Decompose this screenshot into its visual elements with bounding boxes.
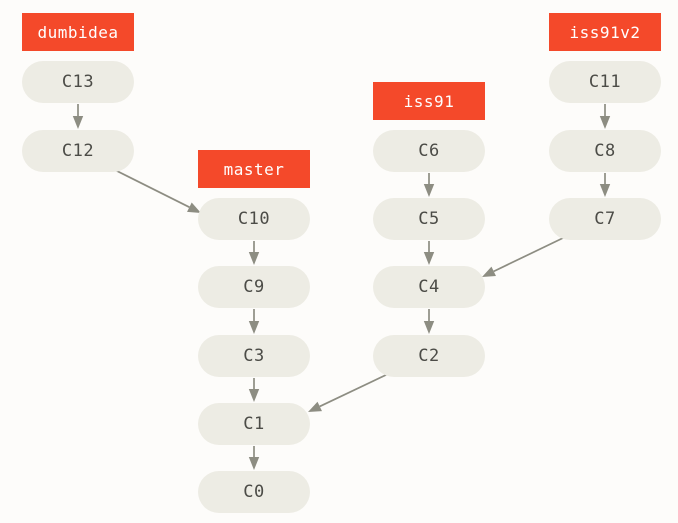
node-c13[interactable]: C13 <box>22 61 134 103</box>
node-c6[interactable]: C6 <box>373 130 485 172</box>
node-c1[interactable]: C1 <box>198 403 310 445</box>
node-c5[interactable]: C5 <box>373 198 485 240</box>
node-c7[interactable]: C7 <box>549 198 661 240</box>
label-dumbidea[interactable]: dumbidea <box>22 13 134 51</box>
node-c4[interactable]: C4 <box>373 266 485 308</box>
label-iss91[interactable]: iss91 <box>373 82 485 120</box>
label-master[interactable]: master <box>198 150 310 188</box>
node-c8[interactable]: C8 <box>549 130 661 172</box>
node-c11[interactable]: C11 <box>549 61 661 103</box>
node-c10[interactable]: C10 <box>198 198 310 240</box>
label-iss91v2[interactable]: iss91v2 <box>549 13 661 51</box>
node-c0[interactable]: C0 <box>198 471 310 513</box>
node-c12[interactable]: C12 <box>22 130 134 172</box>
node-c3[interactable]: C3 <box>198 335 310 377</box>
node-c9[interactable]: C9 <box>198 266 310 308</box>
node-c2[interactable]: C2 <box>373 335 485 377</box>
